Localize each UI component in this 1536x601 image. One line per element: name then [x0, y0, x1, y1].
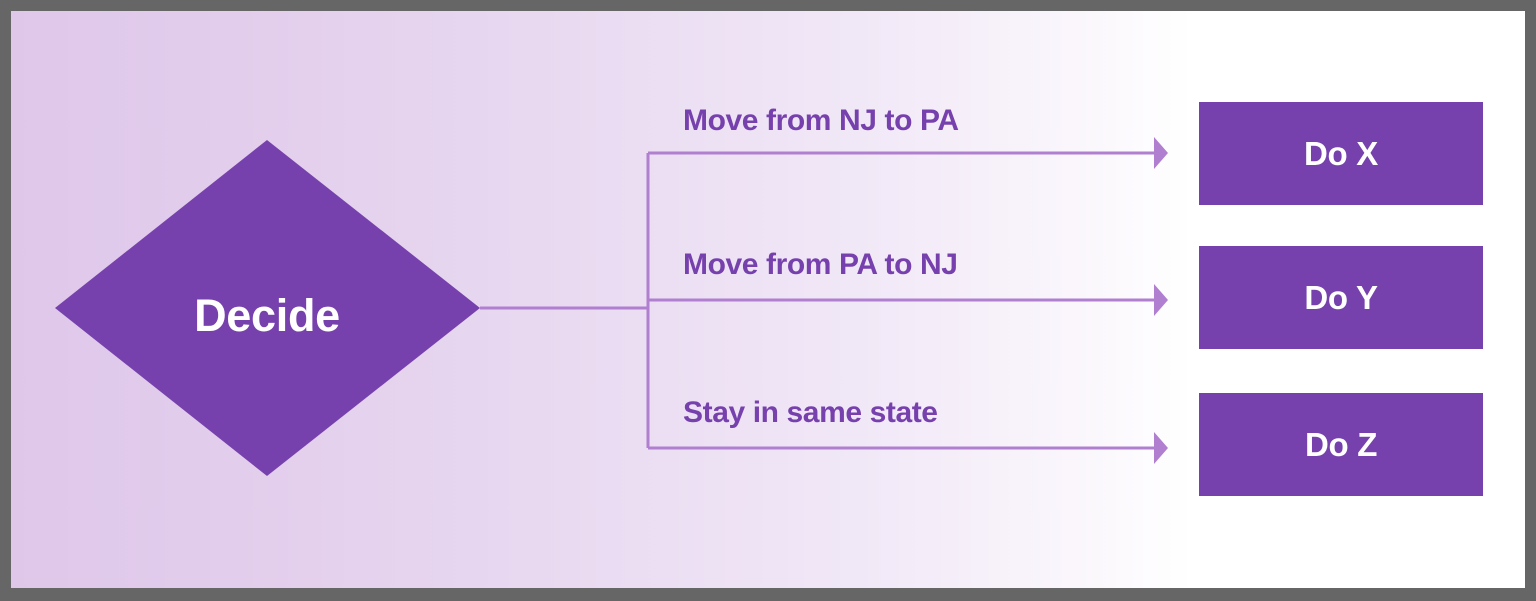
- connector-branch-2: [648, 284, 1168, 316]
- arrowhead-icon-1: [1154, 137, 1168, 169]
- branch-label-1: Move from NJ to PA: [683, 104, 959, 137]
- branch-label-3: Stay in same state: [683, 396, 938, 429]
- action-node-do-y[interactable]: [1199, 246, 1483, 349]
- branch-label-2: Move from PA to NJ: [683, 248, 958, 281]
- diagram-stage: Decide Do X Do Y Do Z Move from NJ to PA…: [11, 11, 1525, 588]
- decision-node-decide[interactable]: [55, 140, 480, 476]
- arrowhead-icon-3: [1154, 432, 1168, 464]
- arrowhead-icon-2: [1154, 284, 1168, 316]
- connector-branch-3: [648, 432, 1168, 464]
- connector-branch-1: [648, 137, 1168, 169]
- action-node-do-z[interactable]: [1199, 393, 1483, 496]
- action-node-do-x[interactable]: [1199, 102, 1483, 205]
- diagram-vector-layer: [55, 102, 1483, 496]
